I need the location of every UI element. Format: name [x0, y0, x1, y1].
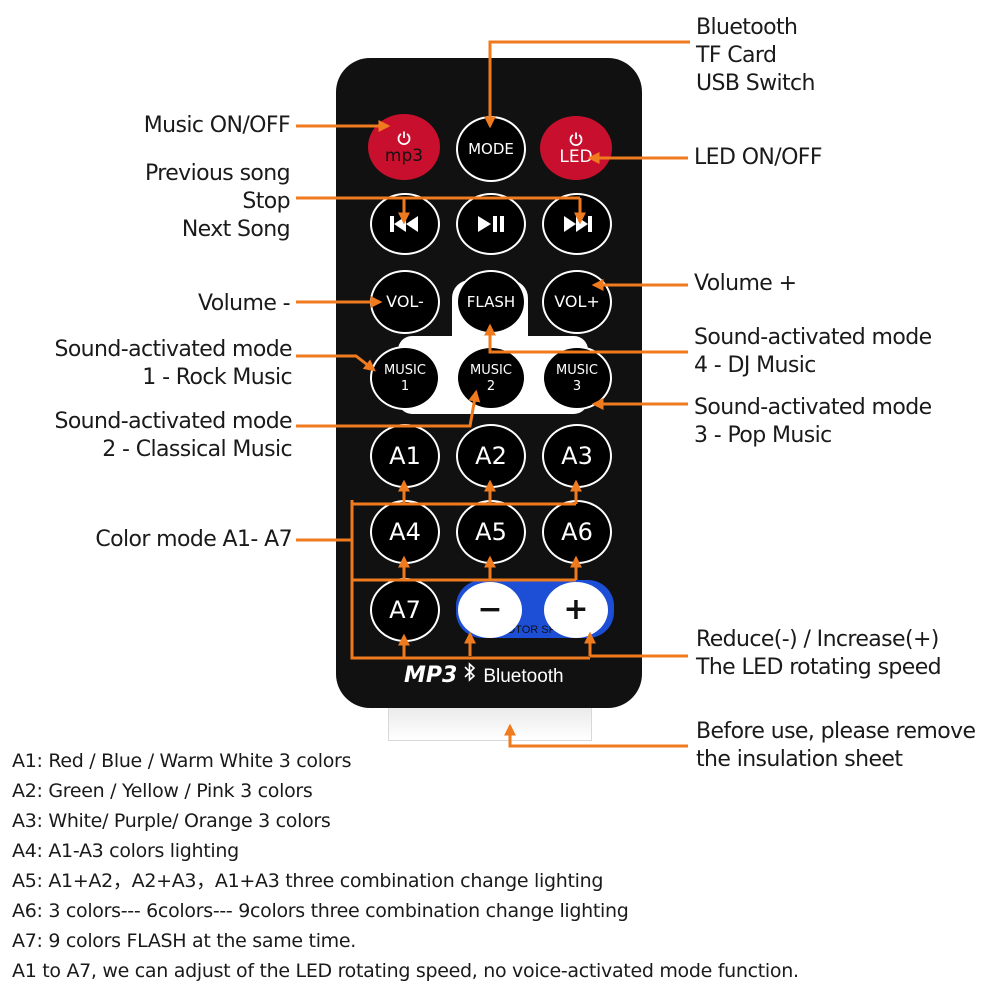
note-a4: A4: A1-A3 colors lighting: [12, 840, 239, 862]
insulation-sheet: [388, 706, 592, 741]
music-1-number: 1: [400, 378, 410, 394]
note-a2: A2: Green / Yellow / Pink 3 colors: [12, 780, 313, 802]
a3-button[interactable]: A3: [542, 424, 612, 488]
label-speed-2: The LED rotating speed: [696, 655, 942, 680]
label-led-onoff: LED ON/OFF: [694, 145, 823, 170]
label-sound-pop-title: Sound-activated mode: [694, 395, 932, 420]
mp3-power-button[interactable]: mp3: [368, 114, 440, 180]
arrow-mode: [484, 40, 690, 129]
label-mode-usb: USB Switch: [696, 71, 815, 96]
music-2-label: MUSIC: [470, 362, 512, 378]
label-sound-rock-title: Sound-activated mode: [54, 337, 292, 362]
label-sound-rock-mode: 1 - Rock Music: [142, 365, 292, 390]
label-sound-dj-mode: 4 - DJ Music: [694, 353, 816, 378]
power-icon: [569, 132, 583, 146]
plus-label: +: [563, 592, 589, 627]
vol-minus-label: VOL-: [386, 292, 424, 311]
label-sound-rock: Sound-activated mode 1 - Rock Music: [20, 336, 292, 392]
speed-minus-button[interactable]: −: [458, 582, 522, 638]
note-speed: A1 to A7, we can adjust of the LED rotat…: [12, 960, 799, 982]
a7-button[interactable]: A7: [370, 578, 440, 642]
label-music-onoff: Music ON/OFF: [143, 113, 291, 138]
a4-button[interactable]: A4: [370, 500, 440, 564]
music-3-button[interactable]: MUSIC 3: [542, 346, 612, 410]
label-sound-classical-mode: 2 - Classical Music: [102, 437, 292, 462]
label-insulation-2: the insulation sheet: [696, 747, 903, 772]
label-previous: Previous song: [145, 161, 291, 186]
note-a3: A3: White/ Purple/ Orange 3 colors: [12, 810, 331, 832]
bluetooth-icon: [464, 662, 476, 682]
music-3-number: 3: [572, 378, 582, 394]
label-color-mode: Color mode A1- A7: [95, 527, 292, 552]
note-a7: A7: 9 colors FLASH at the same time.: [12, 930, 357, 952]
label-sound-dj-title: Sound-activated mode: [694, 325, 932, 350]
mp3-label: mp3: [384, 145, 424, 166]
label-volume-minus: Volume -: [198, 291, 291, 316]
note-a5: A5: A1+A2，A2+A3，A1+A3 three combination …: [12, 870, 604, 892]
a2-label: A2: [475, 442, 507, 470]
led-label: LED: [559, 146, 593, 167]
label-speed-1: Reduce(-) / Increase(+): [696, 627, 939, 652]
arrow-flash-dj: [484, 323, 688, 354]
a2-button[interactable]: A2: [456, 424, 526, 488]
label-insulation-1: Before use, please remove: [696, 719, 976, 744]
brand-bluetooth: Bluetooth: [483, 666, 564, 687]
a7-label: A7: [389, 596, 421, 624]
label-mode-tf: TF Card: [696, 43, 777, 68]
label-sound-classical-title: Sound-activated mode: [54, 409, 292, 434]
music-2-button[interactable]: MUSIC 2: [456, 346, 526, 410]
speed-plus-button[interactable]: +: [544, 582, 608, 638]
label-insulation: Before use, please remove the insulation…: [696, 718, 976, 774]
note-a6: A6: 3 colors--- 6colors--- 9colors three…: [12, 900, 629, 922]
brand-mp3: MP3: [404, 663, 458, 688]
label-mode-lines: Bluetooth TF Card USB Switch: [696, 14, 815, 98]
note-a1: A1: Red / Blue / Warm White 3 colors: [12, 750, 352, 772]
arrow-insulation: [504, 723, 688, 748]
minus-label: −: [477, 592, 503, 627]
music-1-label: MUSIC: [384, 362, 426, 378]
play-pause-button[interactable]: [456, 193, 526, 255]
label-prev-stop-next: Previous song Stop Next Song: [40, 160, 291, 244]
label-sound-pop: Sound-activated mode 3 - Pop Music: [694, 394, 932, 450]
label-sound-dj: Sound-activated mode 4 - DJ Music: [694, 324, 932, 380]
label-volume-plus: Volume +: [694, 271, 797, 296]
arrow-music-1: [296, 354, 376, 372]
label-speed: Reduce(-) / Increase(+) The LED rotating…: [696, 626, 942, 682]
a6-button[interactable]: A6: [542, 500, 612, 564]
music-1-button[interactable]: MUSIC 1: [370, 346, 440, 410]
play-pause-icon: [478, 216, 504, 232]
label-sound-pop-mode: 3 - Pop Music: [694, 423, 832, 448]
led-power-button[interactable]: LED: [540, 116, 612, 180]
vol-plus-label: VOL+: [554, 292, 600, 311]
a1-label: A1: [389, 442, 421, 470]
label-stop: Stop: [242, 189, 290, 214]
power-icon: [397, 131, 411, 145]
mode-label: MODE: [468, 139, 514, 158]
music-2-number: 2: [486, 378, 496, 394]
arrow-music-2: [296, 389, 481, 428]
label-next: Next Song: [181, 217, 291, 242]
brand-strip: MP3 Bluetooth: [404, 662, 564, 688]
label-mode-bluetooth: Bluetooth: [696, 15, 798, 40]
a1-button[interactable]: A1: [370, 424, 440, 488]
a5-label: A5: [475, 518, 507, 546]
music-3-label: MUSIC: [556, 362, 598, 378]
a4-label: A4: [389, 518, 421, 546]
a6-label: A6: [561, 518, 593, 546]
a3-label: A3: [561, 442, 593, 470]
flash-label: FLASH: [466, 292, 516, 311]
label-sound-classical: Sound-activated mode 2 - Classical Music: [20, 408, 292, 464]
